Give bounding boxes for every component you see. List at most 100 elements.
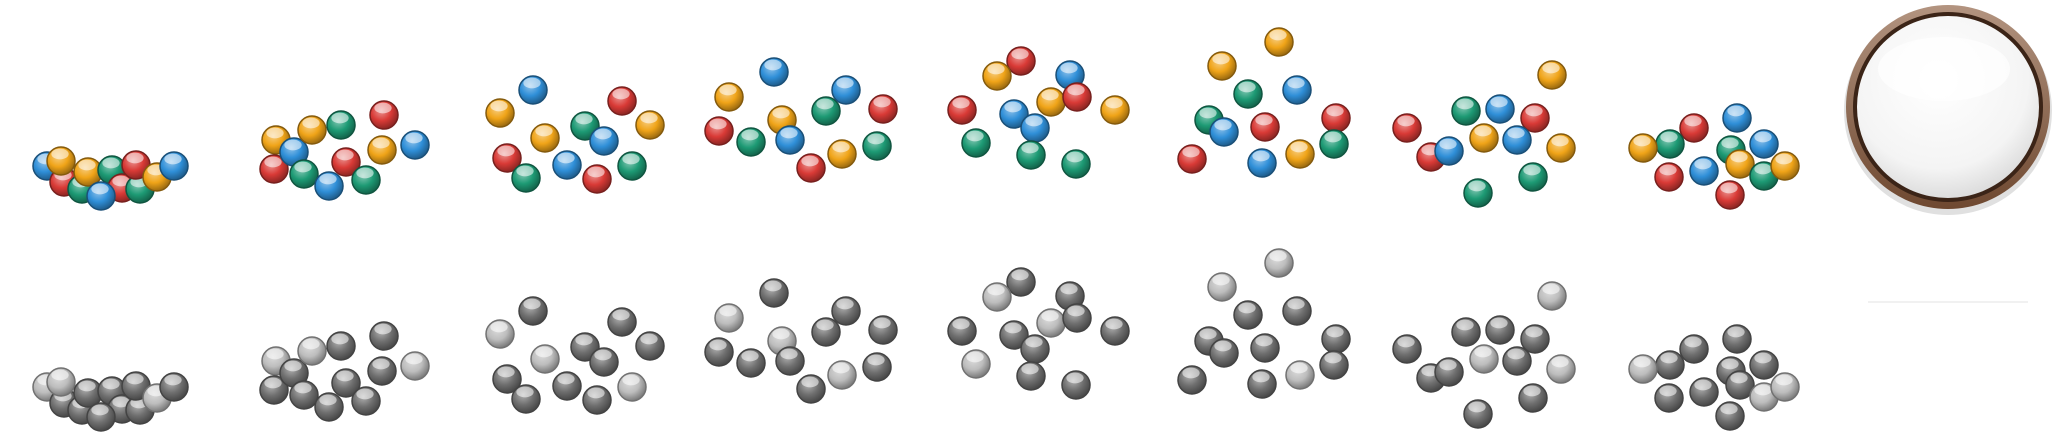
green-ball bbox=[1016, 140, 1046, 170]
dark-gray-ball bbox=[331, 368, 361, 398]
red-ball bbox=[1321, 103, 1351, 133]
dark-gray-ball bbox=[1722, 324, 1752, 354]
orange-ball bbox=[1628, 133, 1658, 163]
dark-gray-ball bbox=[86, 402, 116, 432]
gray-frame-4 bbox=[704, 278, 898, 404]
blue-ball bbox=[1282, 75, 1312, 105]
blue-ball bbox=[1722, 103, 1752, 133]
dark-gray-ball bbox=[1502, 346, 1532, 376]
orange-ball bbox=[1264, 27, 1294, 57]
color-frame-7 bbox=[1392, 60, 1576, 208]
blue-ball bbox=[589, 126, 619, 156]
red-ball bbox=[492, 143, 522, 173]
dark-gray-ball bbox=[862, 352, 892, 382]
dark-gray-ball bbox=[289, 380, 319, 410]
color-ball-row bbox=[32, 27, 1800, 211]
blue-ball bbox=[518, 75, 548, 105]
gray-frame-3 bbox=[485, 296, 665, 415]
dark-gray-ball bbox=[1006, 267, 1036, 297]
light-gray-ball bbox=[1546, 354, 1576, 384]
red-ball bbox=[796, 153, 826, 183]
dark-gray-ball bbox=[1247, 369, 1277, 399]
red-ball bbox=[259, 154, 289, 184]
blue-ball bbox=[1434, 136, 1464, 166]
gray-frame-8 bbox=[1628, 324, 1800, 431]
dark-gray-ball bbox=[1061, 370, 1091, 400]
light-gray-ball bbox=[617, 372, 647, 402]
orange-ball bbox=[1770, 151, 1800, 181]
orange-ball bbox=[142, 162, 172, 192]
red-ball bbox=[331, 147, 361, 177]
green-ball bbox=[1655, 129, 1685, 159]
green-ball bbox=[961, 128, 991, 158]
orange-ball bbox=[1537, 60, 1567, 90]
dark-gray-ball bbox=[351, 386, 381, 416]
dark-gray-ball bbox=[1689, 377, 1719, 407]
blue-ball bbox=[1689, 156, 1719, 186]
dark-gray-ball bbox=[775, 346, 805, 376]
green-ball bbox=[617, 151, 647, 181]
dark-gray-ball bbox=[121, 371, 151, 401]
red-ball bbox=[1177, 144, 1207, 174]
dark-gray-ball bbox=[492, 364, 522, 394]
blue-ball bbox=[999, 99, 1029, 129]
blue-ball bbox=[400, 130, 430, 160]
gray-ball-row bbox=[32, 248, 1800, 432]
dark-gray-ball bbox=[1319, 350, 1349, 380]
orange-ball bbox=[1207, 51, 1237, 81]
light-gray-ball bbox=[1537, 281, 1567, 311]
dark-gray-ball bbox=[759, 278, 789, 308]
dark-gray-ball bbox=[518, 296, 548, 326]
dark-gray-ball bbox=[796, 374, 826, 404]
blue-ball bbox=[86, 181, 116, 211]
dark-gray-ball bbox=[1451, 317, 1481, 347]
dark-gray-ball bbox=[1725, 370, 1755, 400]
light-gray-ball bbox=[982, 282, 1012, 312]
dark-gray-ball bbox=[259, 375, 289, 405]
dark-gray-ball bbox=[947, 316, 977, 346]
green-ball bbox=[1319, 129, 1349, 159]
color-frame-5 bbox=[947, 46, 1130, 179]
light-gray-ball bbox=[46, 367, 76, 397]
blue-ball bbox=[1055, 60, 1085, 90]
dark-gray-ball bbox=[831, 296, 861, 326]
dark-gray-ball bbox=[1463, 399, 1493, 429]
dark-gray-ball bbox=[1392, 334, 1422, 364]
dark-gray-ball bbox=[1485, 315, 1515, 345]
light-gray-ball bbox=[297, 336, 327, 366]
blue-ball bbox=[1485, 94, 1515, 124]
dark-gray-ball bbox=[367, 356, 397, 386]
dark-gray-ball bbox=[607, 307, 637, 337]
red-ball bbox=[1654, 162, 1684, 192]
light-gray-ball bbox=[1770, 372, 1800, 402]
light-gray-ball bbox=[400, 351, 430, 381]
green-ball bbox=[1451, 96, 1481, 126]
red-ball bbox=[369, 100, 399, 130]
orange-ball bbox=[1725, 149, 1755, 179]
dark-gray-ball bbox=[1282, 296, 1312, 326]
dark-gray-ball bbox=[1062, 303, 1092, 333]
dark-gray-ball bbox=[999, 320, 1029, 350]
green-ball bbox=[511, 163, 541, 193]
gray-frame-1 bbox=[32, 367, 189, 432]
orange-ball bbox=[714, 82, 744, 112]
dark-gray-ball bbox=[811, 317, 841, 347]
blue-ball bbox=[1749, 129, 1779, 159]
dark-gray-ball bbox=[1434, 357, 1464, 387]
orange-ball bbox=[1100, 95, 1130, 125]
dark-gray-ball bbox=[1655, 350, 1685, 380]
blue-ball bbox=[759, 57, 789, 87]
light-gray-ball bbox=[530, 344, 560, 374]
dark-gray-ball bbox=[1177, 365, 1207, 395]
orange-ball bbox=[1285, 139, 1315, 169]
color-frame-4 bbox=[704, 57, 898, 183]
light-gray-ball bbox=[485, 319, 515, 349]
dark-gray-ball bbox=[736, 348, 766, 378]
light-gray-ball bbox=[1628, 354, 1658, 384]
blue-ball bbox=[1247, 148, 1277, 178]
dark-gray-ball bbox=[552, 371, 582, 401]
red-ball bbox=[704, 116, 734, 146]
dark-gray-ball bbox=[369, 321, 399, 351]
button-highlight bbox=[1878, 37, 2010, 101]
round-glass-button[interactable] bbox=[1844, 5, 2052, 215]
